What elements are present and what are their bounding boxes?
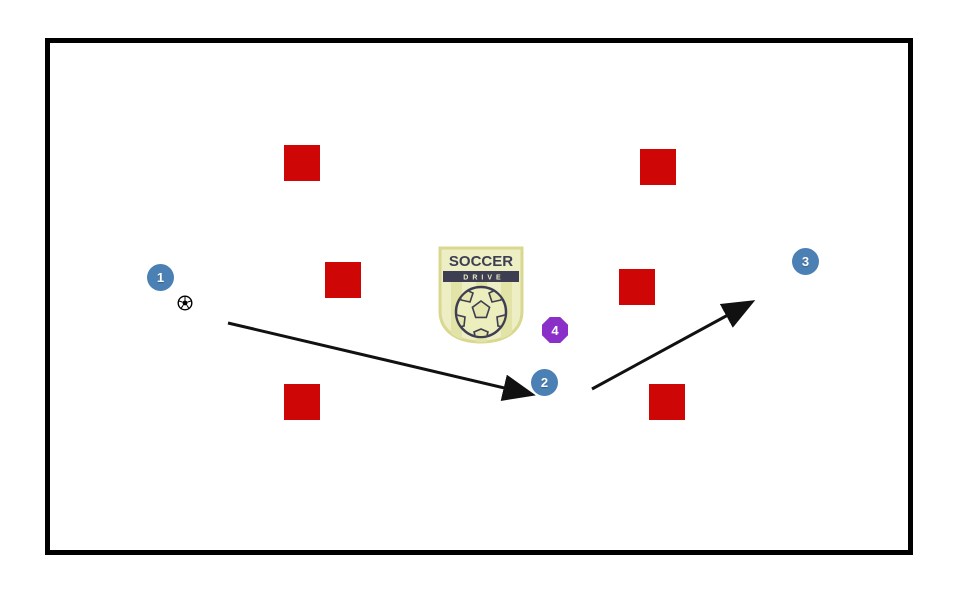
player-marker-3: 3 xyxy=(792,248,819,275)
cone xyxy=(649,384,685,420)
cone xyxy=(284,384,320,420)
soccer-drive-logo: SOCCER DRIVE xyxy=(438,246,524,344)
logo-text-drive: DRIVE xyxy=(463,275,504,282)
logo-text-soccer: SOCCER xyxy=(449,253,513,270)
soccer-ball-icon xyxy=(177,295,193,311)
player-label: 1 xyxy=(156,270,165,285)
player-label: 2 xyxy=(540,375,549,390)
cone xyxy=(284,145,320,181)
player-label: 3 xyxy=(801,254,810,269)
player-marker-1: 1 xyxy=(147,264,174,291)
player-marker-4: 4 xyxy=(542,317,568,343)
player-marker-2: 2 xyxy=(531,369,558,396)
cone xyxy=(619,269,655,305)
cone xyxy=(640,149,676,185)
cone xyxy=(325,262,361,298)
player-label: 4 xyxy=(551,322,559,338)
